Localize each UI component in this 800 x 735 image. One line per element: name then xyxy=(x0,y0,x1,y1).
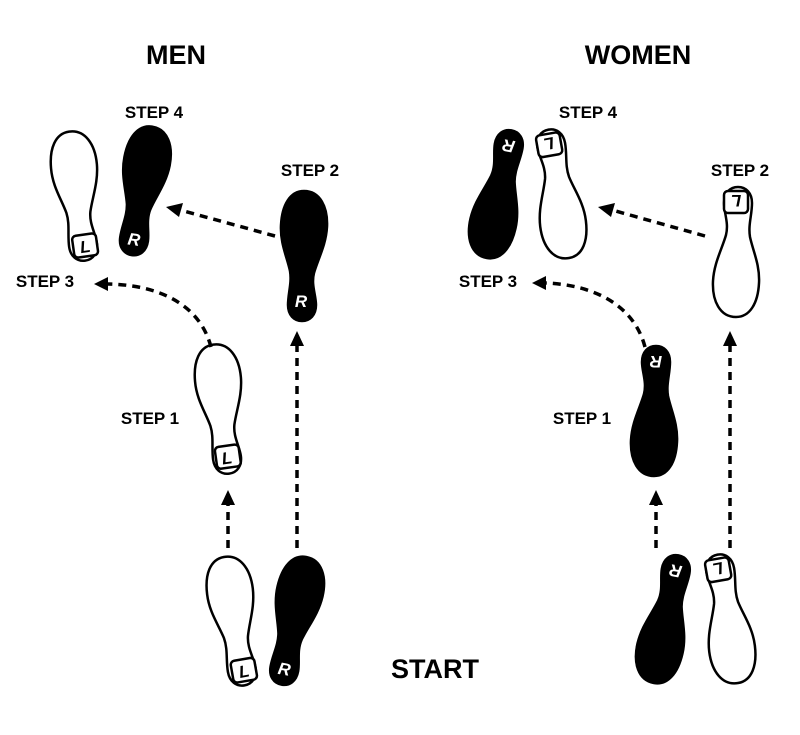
start-label: START xyxy=(391,654,479,684)
men-arrow-step1-to-step3 xyxy=(94,277,213,348)
men-arrow-start-to-step1 xyxy=(221,490,235,548)
men-step3-label: STEP 3 xyxy=(16,272,74,291)
women-step1-right-foot: R xyxy=(629,344,679,478)
men-step2-right-foot: R xyxy=(279,189,329,323)
women-step4-right-foot: R xyxy=(462,124,534,264)
women-step4-right-letter: R xyxy=(500,135,516,156)
women-arrow-step1-to-step3 xyxy=(532,276,647,348)
women-step3-label: STEP 3 xyxy=(459,272,517,291)
women-arrow-start-to-step2 xyxy=(723,331,737,548)
men-start-right-letter: R xyxy=(277,659,293,680)
women-step4-left-foot: L xyxy=(522,124,594,264)
men-step1-left-foot: L xyxy=(188,340,256,478)
men-step2-right-letter: R xyxy=(295,292,308,311)
women-step2-label: STEP 2 xyxy=(711,161,769,180)
women-arrow-step2-to-step4 xyxy=(598,203,706,238)
women-title: WOMEN xyxy=(585,40,691,70)
men-step4-label: STEP 4 xyxy=(125,103,184,122)
men-start-right-foot: R xyxy=(259,551,331,691)
men-step4-right-letter: R xyxy=(127,229,143,250)
women-step4-left-letter: L xyxy=(542,133,556,154)
women-start-right-foot: R xyxy=(629,549,701,689)
women-start-left-foot: L xyxy=(691,549,763,689)
men-arrow-start-to-step2 xyxy=(290,331,304,548)
men-step4-left-foot: L xyxy=(44,127,112,265)
men-start-left-foot: L xyxy=(199,551,271,691)
women-start-right-letter: R xyxy=(667,560,683,581)
men-step4-left-letter: L xyxy=(79,237,92,257)
men-step1-left-letter: L xyxy=(221,448,234,468)
women-step2-left-foot: L xyxy=(711,185,761,319)
men-arrow-step2-to-step4 xyxy=(166,203,276,238)
women-step1-label: STEP 1 xyxy=(553,409,611,428)
women-step1-right-letter: R xyxy=(649,352,662,371)
women-start-left-letter: L xyxy=(711,558,725,579)
men-step4-right-foot: R xyxy=(109,122,177,260)
men-step1-label: STEP 1 xyxy=(121,409,179,428)
men-start-left-letter: L xyxy=(237,661,251,682)
men-title: MEN xyxy=(146,40,206,70)
men-step2-label: STEP 2 xyxy=(281,161,339,180)
women-arrow-start-to-step1 xyxy=(649,490,663,548)
women-step4-label: STEP 4 xyxy=(559,103,618,122)
women-step2-left-letter: L xyxy=(731,191,741,210)
